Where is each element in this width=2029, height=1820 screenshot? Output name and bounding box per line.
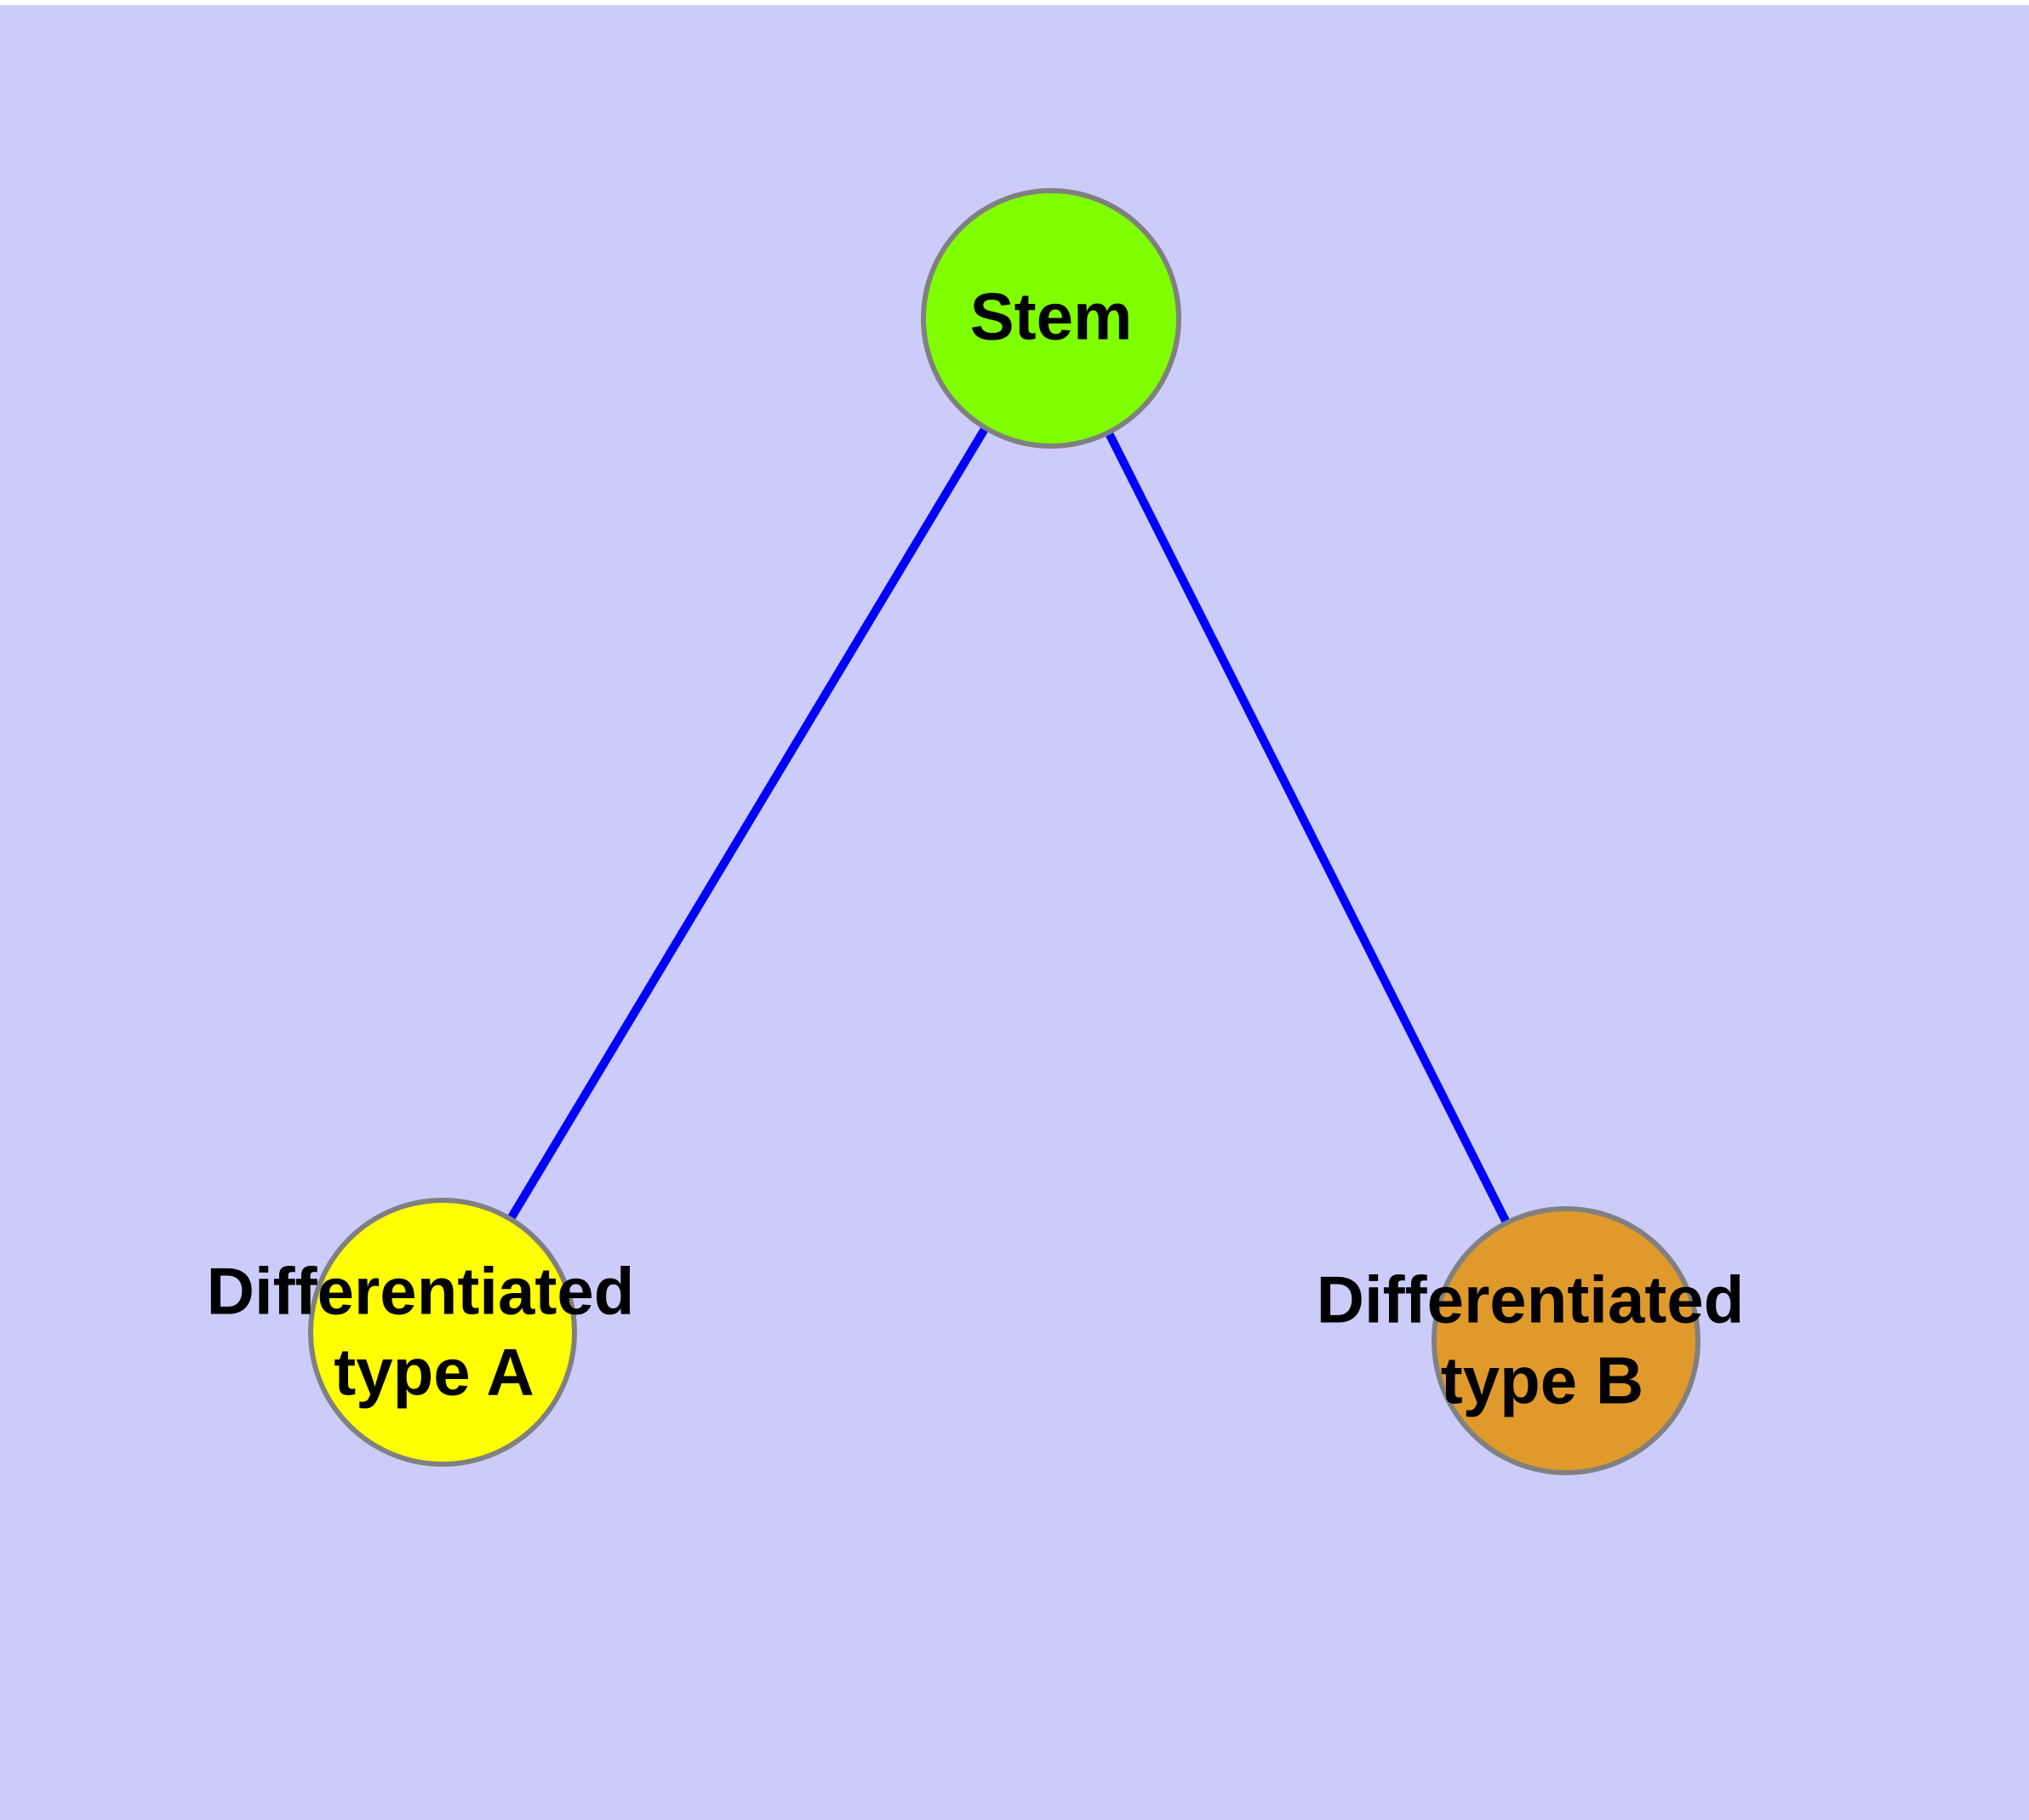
- node-differentiated-type-a-circle[interactable]: [308, 1198, 577, 1467]
- label-layer: Stem Differentiated type A Differentiate…: [207, 279, 1745, 1418]
- node-differentiated-type-b-label-line-2: type B: [1441, 1343, 1643, 1418]
- node-differentiated-type-b-circle[interactable]: [1432, 1206, 1700, 1475]
- node-stem-label: Stem: [970, 279, 1133, 354]
- node-differentiated-type-b[interactable]: [1432, 1206, 1700, 1475]
- node-stem-circle[interactable]: [921, 188, 1181, 449]
- node-layer: [308, 188, 1700, 1475]
- edge-stem-to-differentiated-type-a[interactable]: [506, 426, 990, 1222]
- node-differentiated-type-a-label-line-2: type A: [334, 1335, 534, 1410]
- node-stem[interactable]: [921, 188, 1181, 449]
- node-differentiated-type-a[interactable]: [308, 1198, 577, 1467]
- node-differentiated-type-b-label-line-1: Differentiated: [1317, 1262, 1745, 1337]
- node-differentiated-type-a-label-line-1: Differentiated: [207, 1254, 635, 1329]
- edge-stem-to-differentiated-type-b[interactable]: [1105, 430, 1511, 1225]
- edge-layer: [506, 426, 1511, 1225]
